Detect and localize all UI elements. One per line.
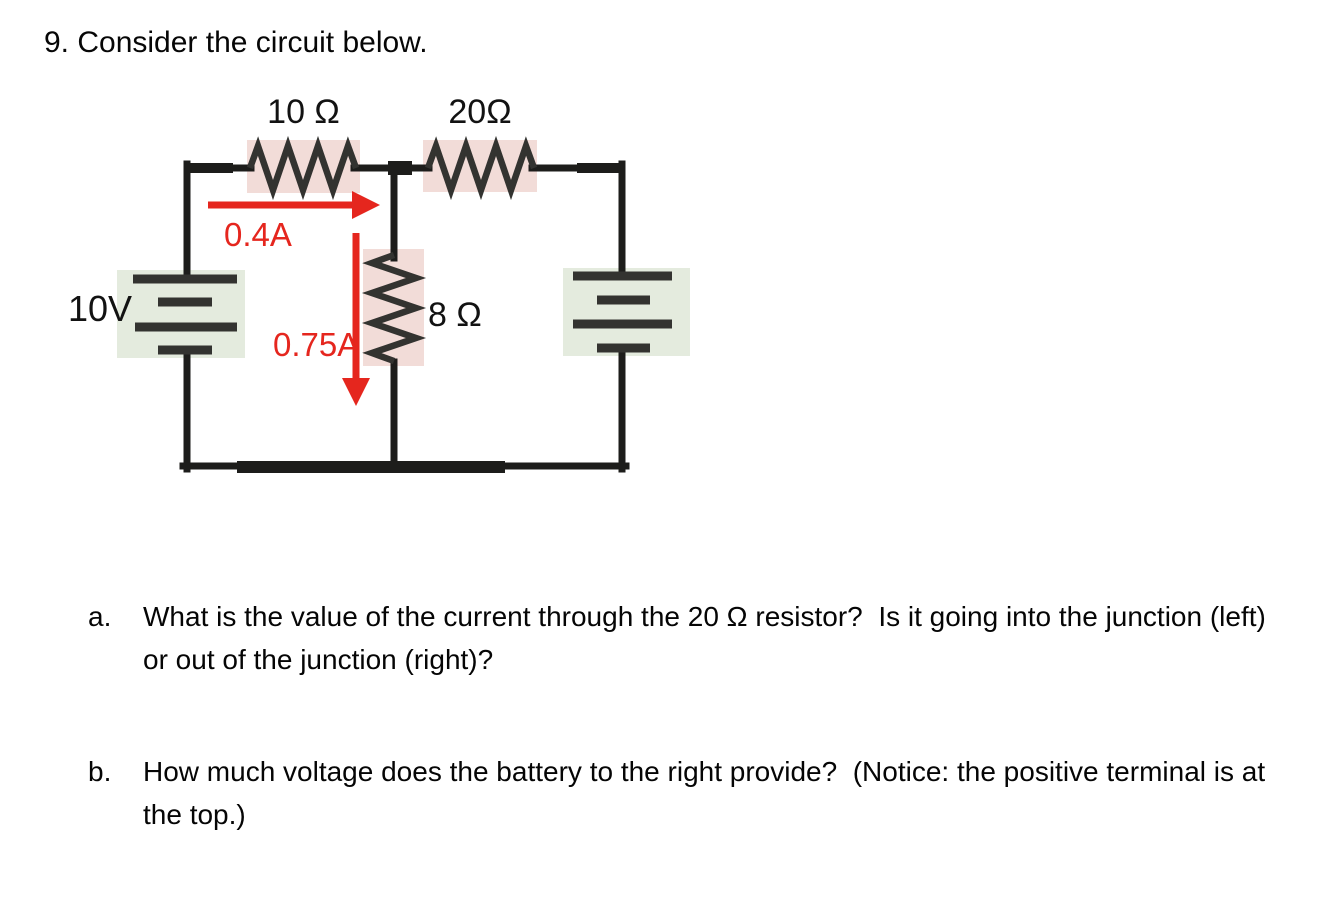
label-current-04a: 0.4A bbox=[224, 216, 292, 253]
current-arrow-down-head-icon bbox=[342, 378, 370, 406]
label-battery-left-voltage: 10V bbox=[67, 288, 132, 329]
battery-right-icon bbox=[573, 271, 672, 353]
circuit-canvas bbox=[117, 135, 690, 473]
current-arrow-right-head-icon bbox=[352, 191, 380, 219]
question-a: a. What is the value of the current thro… bbox=[88, 595, 1328, 681]
label-resistor-8ohm: 8 Ω bbox=[428, 296, 482, 334]
label-current-075a: 0.75A bbox=[273, 326, 360, 363]
resistor-10ohm-zigzag-icon bbox=[246, 135, 360, 201]
question-b-marker: b. bbox=[88, 756, 112, 787]
resistor-20ohm-zigzag-icon bbox=[424, 135, 538, 201]
battery-left-icon bbox=[133, 274, 237, 355]
page-title: 9. Consider the circuit below. bbox=[44, 26, 428, 59]
battery-left-highlight bbox=[117, 270, 245, 358]
label-resistor-20ohm: 20Ω bbox=[448, 93, 512, 131]
question-a-text: What is the value of the current through… bbox=[143, 601, 1274, 675]
battery-right-highlight bbox=[563, 268, 690, 356]
resistor-8ohm-zigzag-icon bbox=[361, 251, 427, 365]
label-resistor-10ohm: 10 Ω bbox=[267, 93, 340, 131]
circuit-diagram bbox=[0, 0, 720, 525]
question-a-marker: a. bbox=[88, 601, 112, 632]
question-b: b. How much voltage does the battery to … bbox=[88, 750, 1328, 836]
question-b-text: How much voltage does the battery to the… bbox=[143, 756, 1273, 830]
